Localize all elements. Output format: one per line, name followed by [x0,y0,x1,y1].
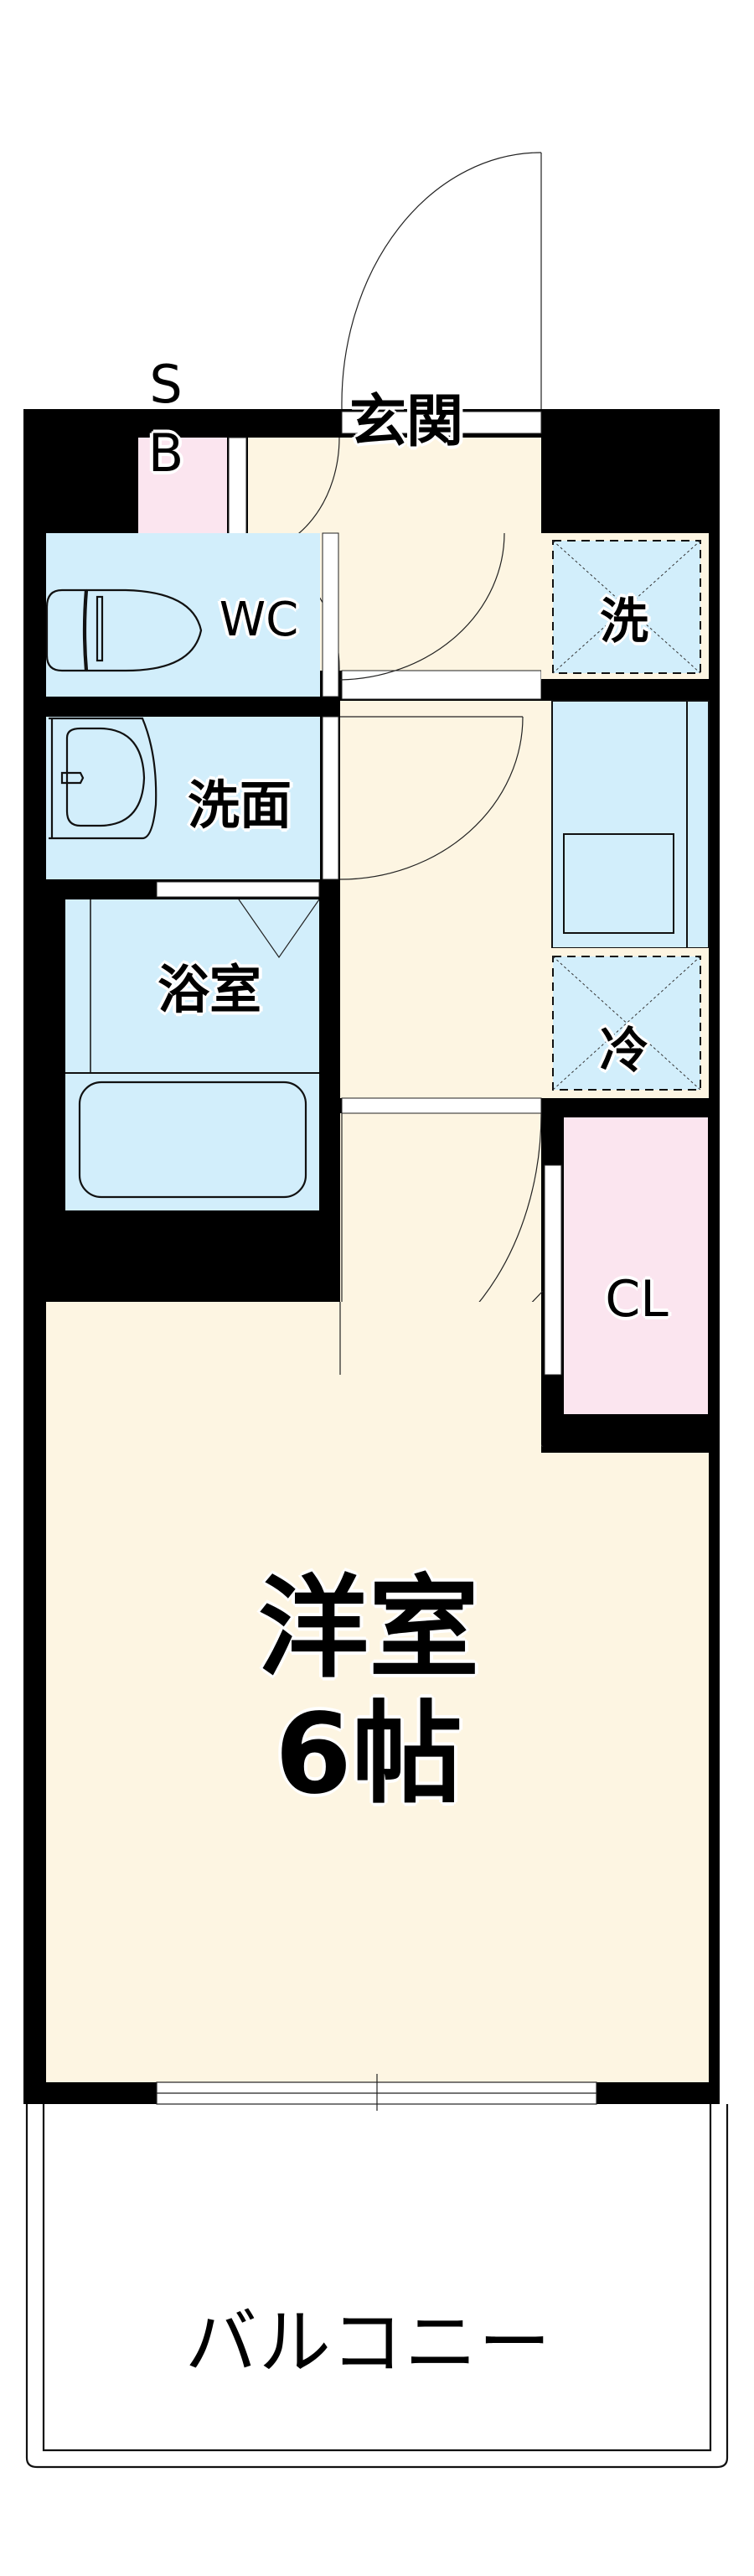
washer-space-label: 洗 [599,593,648,650]
western-room-label: 洋室 6帖 [201,1566,536,1817]
bathroom-label: 浴室 [157,959,261,1020]
kitchen-counter-icon [551,700,710,949]
bathroom-area [65,899,319,1210]
shoe-box-label-line1: S [149,354,183,415]
toilet-area [46,533,320,697]
washroom-label: 洗面 [187,775,292,836]
bath-door-icon [238,899,320,959]
balcony-label: バルコニー [184,2301,553,2385]
washroom-door-icon [339,716,524,880]
washroom-area [46,717,320,879]
western-room-label-size: 6帖 [275,1690,462,1819]
toilet-label: WC [219,593,299,647]
washbasin-icon [49,717,158,840]
entry-door-icon [341,152,542,410]
bathtub-icon [78,1081,307,1199]
shoe-box-label: S B [141,350,191,488]
entrance-label: 玄関 [349,389,463,455]
washer-space-icon [552,540,701,674]
western-room-area [46,1302,342,2082]
closet-area [564,1117,708,1414]
toilet-icon [45,588,203,672]
window-icon [156,2074,597,2111]
fridge-space-label: 冷 [599,1022,648,1079]
western-room-label-name: 洋室 [258,1564,479,1693]
balcony-outline [25,2104,729,2469]
shoe-box-label-line2: B [147,422,184,484]
fridge-space-icon [552,956,701,1091]
wc-door-icon [339,532,505,681]
closet-label: CL [605,1270,669,1329]
